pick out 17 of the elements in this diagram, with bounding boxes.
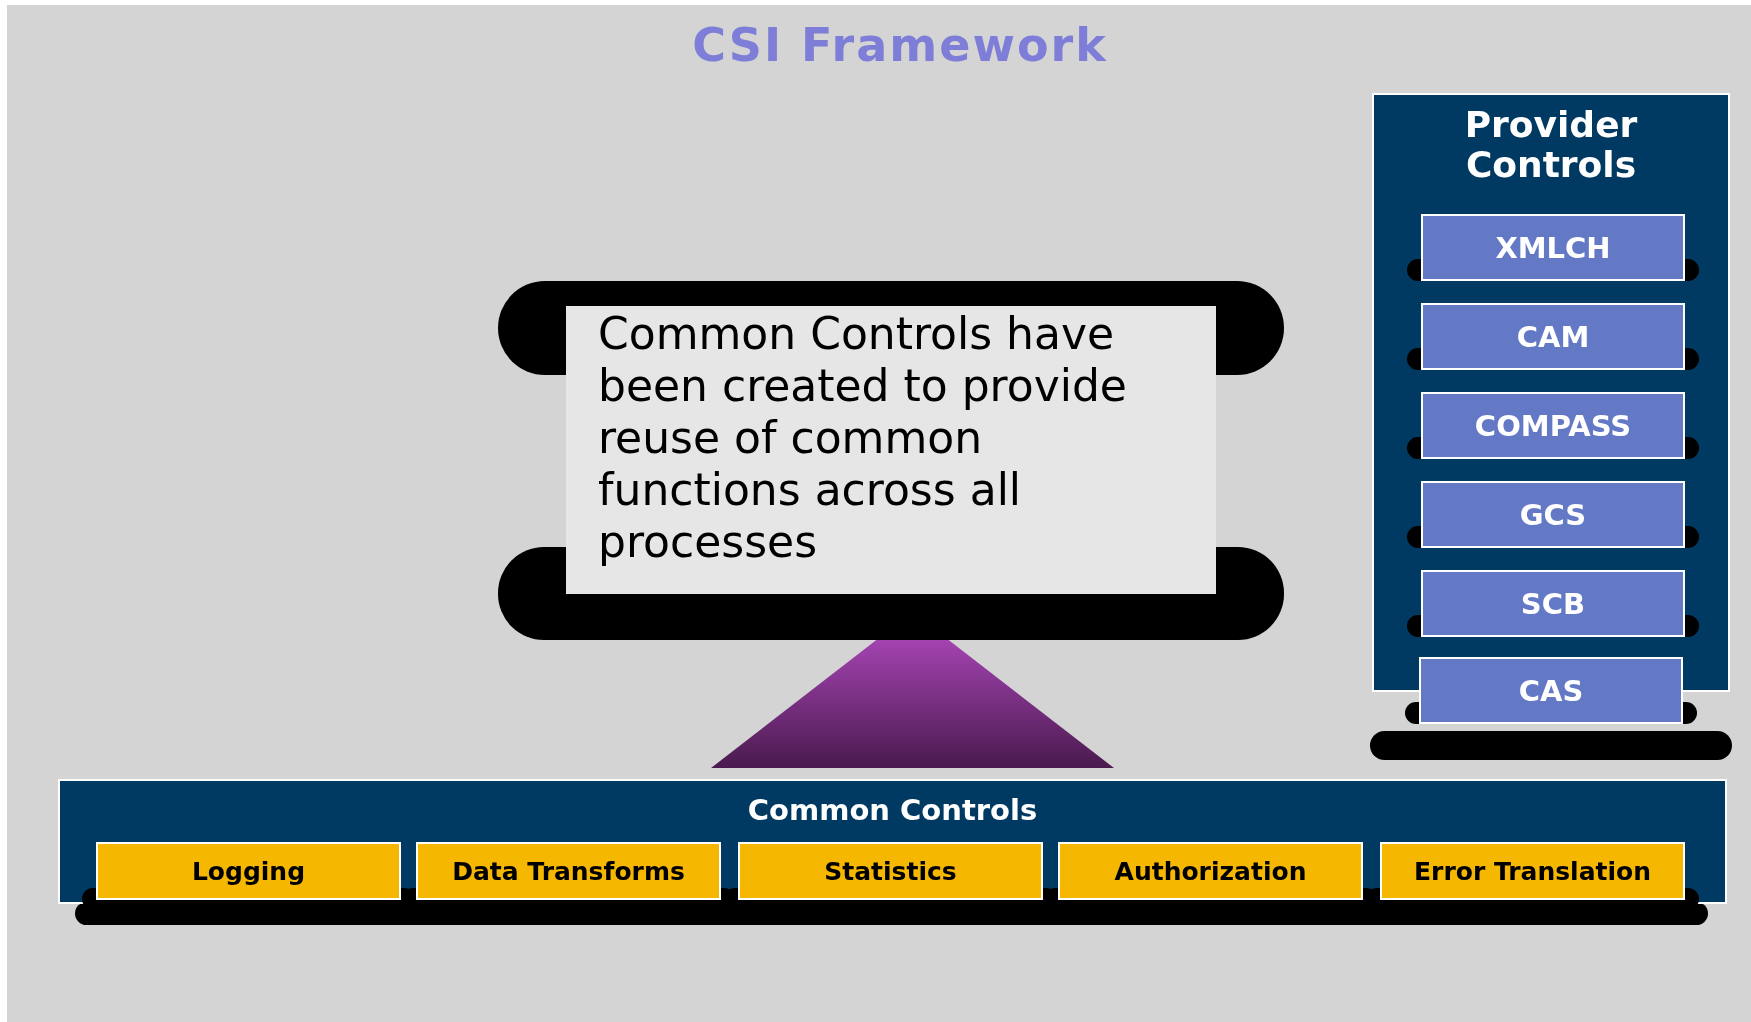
- scroll-callout: [498, 281, 1284, 640]
- control-box: XMLCH: [1421, 214, 1685, 281]
- control-box: GCS: [1421, 481, 1685, 548]
- title: CSI Framework: [691, 18, 1109, 72]
- control-box: Data Transforms: [416, 842, 721, 900]
- base-bar: [1370, 731, 1732, 760]
- control-box: SCB: [1421, 570, 1685, 637]
- control-box: COMPASS: [1421, 392, 1685, 459]
- control-box: CAS: [1419, 657, 1683, 724]
- control-box: CAM: [1421, 303, 1685, 370]
- control-box: Error Translation: [1380, 842, 1685, 900]
- control-box: Authorization: [1058, 842, 1363, 900]
- panel-heading: Provider Controls: [1463, 105, 1639, 185]
- control-box: Logging: [96, 842, 401, 900]
- panel-heading: Common Controls: [746, 793, 1039, 827]
- control-box: Statistics: [738, 842, 1043, 900]
- callout-text: Common Controls have been created to provide reuse of common functions across all processes: [566, 306, 1216, 594]
